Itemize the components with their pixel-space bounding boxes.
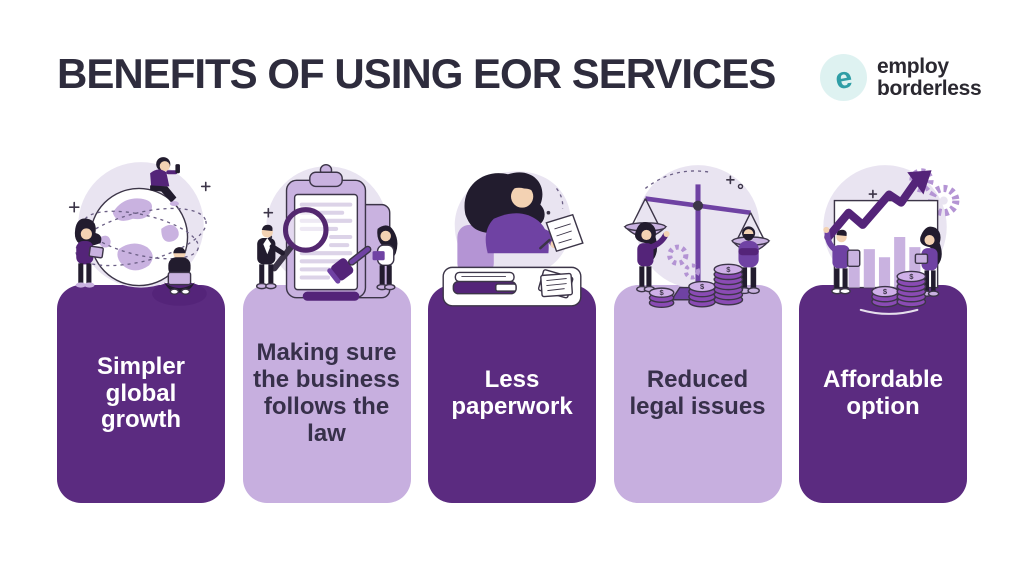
svg-text:$: $ bbox=[726, 265, 731, 274]
chair bbox=[457, 224, 494, 276]
benefit-column-legal: $ $ $ Reduced legal issues bbox=[613, 150, 782, 503]
reading-woman bbox=[464, 172, 584, 254]
logo-monogram-icon: e bbox=[832, 60, 854, 95]
brand-line2: borderless bbox=[877, 76, 982, 100]
card-text-line: Making sure bbox=[256, 339, 397, 367]
card-text-line: paperwork bbox=[451, 393, 573, 420]
benefit-column-affordable: $ $ Affordable option bbox=[799, 150, 967, 503]
coin-stack: $ bbox=[712, 263, 743, 306]
card-label-reduced-legal-issues: Reduced legal issues bbox=[618, 285, 778, 503]
card-affordable-option bbox=[799, 285, 967, 503]
card-label-simpler-global-growth: Simpler global growth bbox=[61, 285, 221, 503]
pen-icon bbox=[539, 238, 551, 250]
card-label-affordable-option: Affordable option bbox=[803, 285, 963, 503]
clipboard-magnifier-gavel-illustration bbox=[255, 163, 397, 301]
woman-reading-documents-illustration bbox=[442, 171, 584, 307]
coin-stack: $ bbox=[687, 280, 716, 308]
brand-line1: employ bbox=[877, 55, 949, 79]
card-text-line: legal issues bbox=[629, 393, 766, 420]
person-with-laptop bbox=[152, 247, 207, 306]
growth-chart-coins-illustration: $ $ bbox=[823, 165, 960, 315]
card-text-line: option bbox=[846, 393, 920, 420]
svg-text:$: $ bbox=[909, 272, 914, 281]
svg-text:$: $ bbox=[699, 282, 704, 291]
card-text-line: Affordable bbox=[823, 366, 943, 394]
card-text-line: law bbox=[307, 419, 346, 447]
card-business-compliance bbox=[242, 285, 411, 503]
woman-with-tablet bbox=[914, 226, 942, 297]
person-with-tablet bbox=[74, 218, 104, 288]
gavel-base bbox=[302, 291, 359, 301]
man-in-suit bbox=[255, 224, 285, 290]
person-on-globe bbox=[150, 157, 180, 207]
svg-text:$: $ bbox=[659, 288, 664, 297]
card-text-line: follows the bbox=[263, 393, 390, 420]
card-label-business-compliance: Making sure the business follows the law bbox=[247, 285, 407, 503]
gear-icon bbox=[666, 244, 688, 266]
coin-stack: $ bbox=[648, 287, 674, 309]
woman-with-laptop bbox=[372, 225, 397, 291]
card-text-line: global bbox=[105, 379, 177, 407]
pointing-man-with-clipboard bbox=[823, 226, 861, 295]
card-text-line: growth bbox=[101, 406, 181, 434]
card-text-line: Less bbox=[484, 366, 540, 394]
gear-icon bbox=[683, 263, 700, 280]
employ-borderless-e-icon: e bbox=[820, 54, 867, 101]
benefit-column-paperwork: Less paperwork bbox=[428, 150, 596, 503]
card-simpler-global-growth bbox=[57, 285, 225, 503]
brand-wordmark: employ borderless bbox=[877, 55, 982, 100]
people-around-globe-illustration bbox=[68, 157, 211, 306]
fanned-papers bbox=[537, 269, 574, 299]
card-text-line: Reduced bbox=[646, 366, 749, 394]
magnifier-icon bbox=[270, 207, 329, 272]
benefit-column-global-growth: Simpler global growth bbox=[57, 150, 225, 503]
benefit-column-compliance: Making sure the business follows the law bbox=[242, 150, 411, 503]
card-reduced-legal-issues bbox=[613, 285, 782, 503]
svg-text:$: $ bbox=[883, 287, 888, 296]
card-text-line: Simpler bbox=[96, 352, 186, 380]
coin-stack: $ bbox=[896, 270, 927, 308]
card-label-less-paperwork: Less paperwork bbox=[432, 285, 592, 503]
card-less-paperwork bbox=[428, 285, 596, 503]
gavel-icon bbox=[326, 245, 371, 284]
page-title: BENEFITS OF USING EOR SERVICES bbox=[57, 50, 776, 97]
benefit-cards-row: Simpler global growth bbox=[57, 150, 967, 503]
card-text-line: the business bbox=[253, 366, 400, 394]
brand-logo: e employ borderless bbox=[820, 54, 982, 101]
coin-stack: $ bbox=[871, 285, 899, 308]
svg-text:e: e bbox=[832, 60, 854, 95]
justice-scales-people-coins-illustration: $ $ $ bbox=[622, 165, 770, 309]
